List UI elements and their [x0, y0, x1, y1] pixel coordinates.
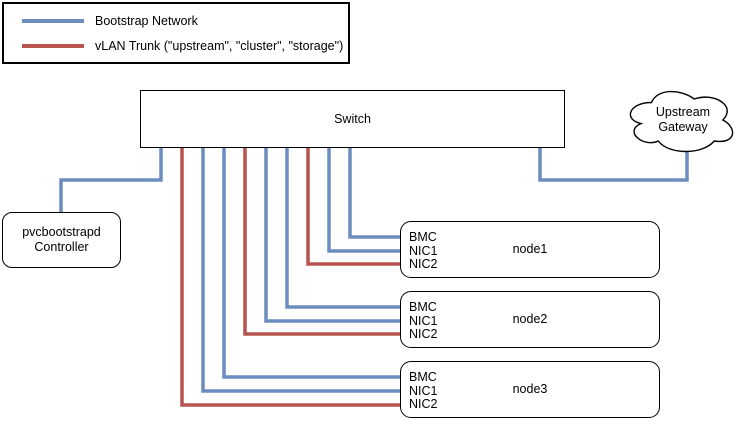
legend-label-bootstrap: Bootstrap Network	[95, 13, 198, 28]
edge-switch-to-node2-nic2	[243, 148, 400, 336]
node3-port-nic2: NIC2	[409, 397, 438, 412]
node1-ports: BMC NIC1 NIC2	[409, 230, 438, 272]
node3-label: node3	[512, 382, 548, 396]
legend: Bootstrap Network vLAN Trunk ("upstream"…	[2, 2, 350, 64]
legend-item-bootstrap: Bootstrap Network	[4, 13, 348, 29]
edge-switch-to-upstream-gateway	[538, 148, 689, 182]
node2-box: BMC NIC1 NIC2 node2	[400, 291, 660, 348]
edge-switch-to-node2-nic1	[264, 148, 400, 323]
upstream-gateway-label: Upstream Gateway	[655, 105, 711, 134]
edge-switch-to-node3-nic2	[180, 148, 400, 407]
controller-box: pvcbootstrapd Controller	[2, 212, 121, 268]
node2-port-bmc: BMC	[409, 300, 437, 314]
node3-port-nic1: NIC1	[409, 383, 438, 398]
node1-box: BMC NIC1 NIC2 node1	[400, 221, 660, 278]
node2-port-nic1: NIC1	[409, 313, 438, 328]
node2-port-nic2: NIC2	[409, 327, 438, 342]
node3-ports: BMC NIC1 NIC2	[409, 370, 438, 412]
node3-box: BMC NIC1 NIC2 node3	[400, 361, 660, 418]
edge-switch-to-node2-bmc	[285, 148, 400, 309]
node1-port-bmc: BMC	[409, 230, 437, 244]
edge-switch-to-node3-bmc	[222, 148, 400, 379]
edge-switch-to-node1-bmc	[348, 148, 400, 239]
controller-label: pvcbootstrapd Controller	[22, 225, 101, 254]
node2-label: node2	[512, 312, 548, 326]
node2-ports: BMC NIC1 NIC2	[409, 300, 438, 342]
node3-port-bmc: BMC	[409, 370, 437, 384]
edge-switch-to-controller	[59, 148, 163, 212]
node1-port-nic2: NIC2	[409, 257, 438, 272]
edge-switch-to-node1-nic1	[327, 148, 400, 253]
edge-switch-to-node3-nic1	[201, 148, 400, 393]
switch-box: Switch	[140, 90, 565, 148]
legend-label-vlan: vLAN Trunk ("upstream", "cluster", "stor…	[95, 38, 344, 53]
node1-label: node1	[512, 242, 548, 256]
node1-port-nic1: NIC1	[409, 243, 438, 258]
upstream-gateway-cloud	[629, 90, 734, 153]
legend-item-vlan: vLAN Trunk ("upstream", "cluster", "stor…	[4, 38, 348, 54]
edge-switch-to-node1-nic2	[306, 148, 400, 266]
switch-label: Switch	[334, 111, 371, 126]
bootstrap-line-swatch	[22, 18, 84, 23]
vlan-line-swatch	[22, 43, 84, 48]
